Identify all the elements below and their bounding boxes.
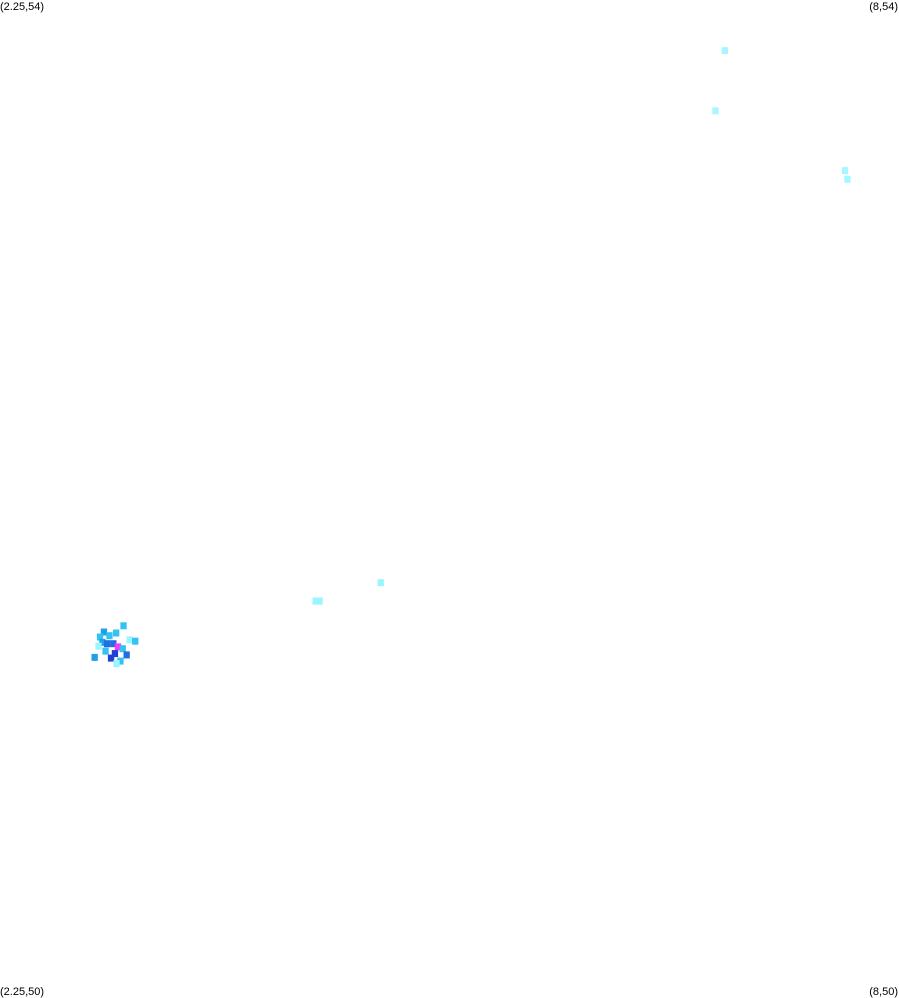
- heatmap-cell-0: [721, 47, 728, 55]
- heatmap-cell-17: [114, 643, 122, 651]
- heatmap-cell-2: [841, 167, 849, 175]
- heatmap-cell-8: [100, 628, 108, 636]
- corner-label-bottom-left: (2.25,50): [0, 986, 45, 998]
- heatmap-cell-20: [102, 647, 109, 655]
- heatmap-cell-23: [91, 653, 98, 661]
- heatmap-cell-6: [316, 597, 323, 605]
- heatmap-cell-9: [113, 629, 120, 637]
- heatmap-cell-3: [844, 175, 851, 183]
- heatmap-cell-15: [104, 640, 111, 648]
- heatmap-cell-26: [113, 660, 120, 668]
- corner-label-bottom-right: (8,50): [869, 986, 898, 998]
- heatmap-cell-4: [377, 579, 384, 587]
- heatmap-cell-12: [126, 636, 133, 644]
- heatmap-cell-16: [110, 640, 117, 648]
- corner-label-top-right: (8,54): [869, 1, 898, 13]
- heatmap-cell-7: [120, 622, 127, 630]
- heatmap-cell-18: [119, 645, 126, 653]
- heatmap-cell-1: [712, 107, 719, 115]
- heatmap-cell-13: [132, 637, 139, 645]
- heatmap-cell-11: [106, 632, 113, 640]
- heatmap-cell-19: [95, 642, 102, 650]
- corner-label-top-left: (2.25,54): [0, 1, 45, 13]
- heatmap-cell-5: [312, 597, 319, 605]
- heatmap-cell-10: [96, 633, 104, 641]
- heatmap-cell-22: [123, 651, 130, 659]
- heatmap-cell-25: [117, 657, 124, 665]
- heatmap-cell-21: [111, 650, 119, 658]
- heatmap-cell-24: [107, 654, 115, 662]
- heatmap-cell-14: [99, 638, 106, 646]
